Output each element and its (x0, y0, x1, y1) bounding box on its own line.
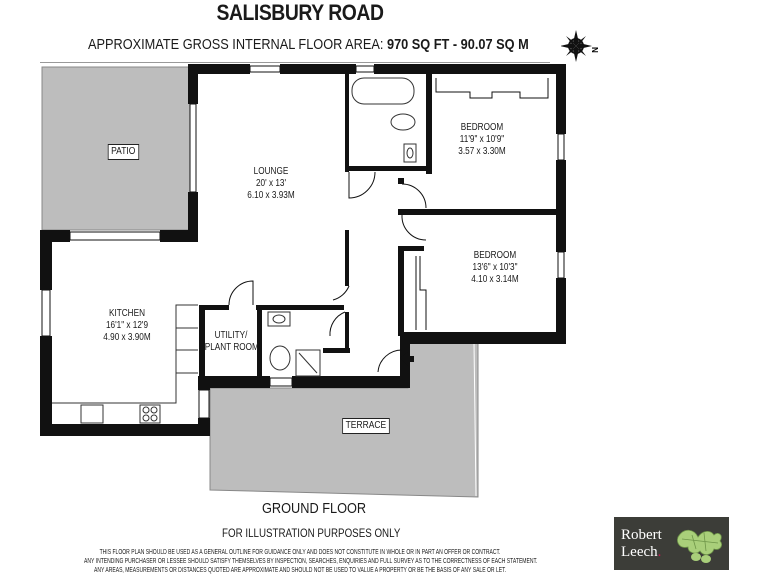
bathroom-fixtures (80, 77, 417, 424)
interior-walls (199, 74, 558, 383)
floor-name: GROUND FLOOR (262, 500, 367, 517)
toilet-icon (390, 113, 416, 131)
floor-area-sqft: 970 SQ FT (386, 36, 450, 53)
exterior-walls (40, 64, 566, 436)
kitchen-counters (52, 304, 198, 404)
agency-logo: Robert Leech. (614, 517, 729, 570)
north-label: N (590, 47, 599, 53)
bedroom-1-label: BEDROOM 11'9" x 10'9" 3.57 x 3.30M (458, 122, 506, 157)
page-title: SALISBURY ROAD (216, 0, 384, 25)
floor-area-summary: APPROXIMATE GROSS INTERNAL FLOOR AREA: 9… (88, 36, 529, 53)
terrace-label: TERRACE (342, 418, 390, 434)
hob-icon (139, 404, 161, 424)
patio-label: PATIO (107, 144, 139, 160)
bathtub-icon (351, 77, 415, 105)
floor-area-sqm: 90.07 SQ M (460, 36, 529, 53)
door-swings (228, 171, 427, 373)
sliding-doors (415, 78, 549, 330)
sink-icon (80, 404, 104, 424)
compass-rose-icon: N (561, 30, 599, 62)
bedroom-2-label: BEDROOM 13'6" x 10'3" 4.10 x 3.14M (471, 250, 519, 285)
kitchen-label: KITCHEN 16'1" x 12'9 4.90 x 3.90M (103, 308, 151, 343)
logo-text: Robert Leech. (621, 527, 662, 560)
illustration-note: FOR ILLUSTRATION PURPOSES ONLY (222, 528, 401, 540)
disclaimer: THIS FLOOR PLAN SHOULD BE USED AS A GENE… (83, 549, 538, 574)
floor-area-label: APPROXIMATE GROSS INTERNAL FLOOR AREA: (88, 36, 384, 53)
utility-label: UTILITY/ PLANT ROOM (204, 330, 259, 353)
windows (41, 65, 565, 419)
oak-leaf-icon (677, 529, 722, 563)
header-divider (40, 62, 550, 63)
entrance-arrow-icon (400, 352, 414, 366)
lounge-label: LOUNGE 20' x 13' 6.10 x 3.93M (247, 166, 295, 201)
floor-area-separator: - (452, 36, 458, 53)
wc-toilet-icon (269, 345, 291, 371)
